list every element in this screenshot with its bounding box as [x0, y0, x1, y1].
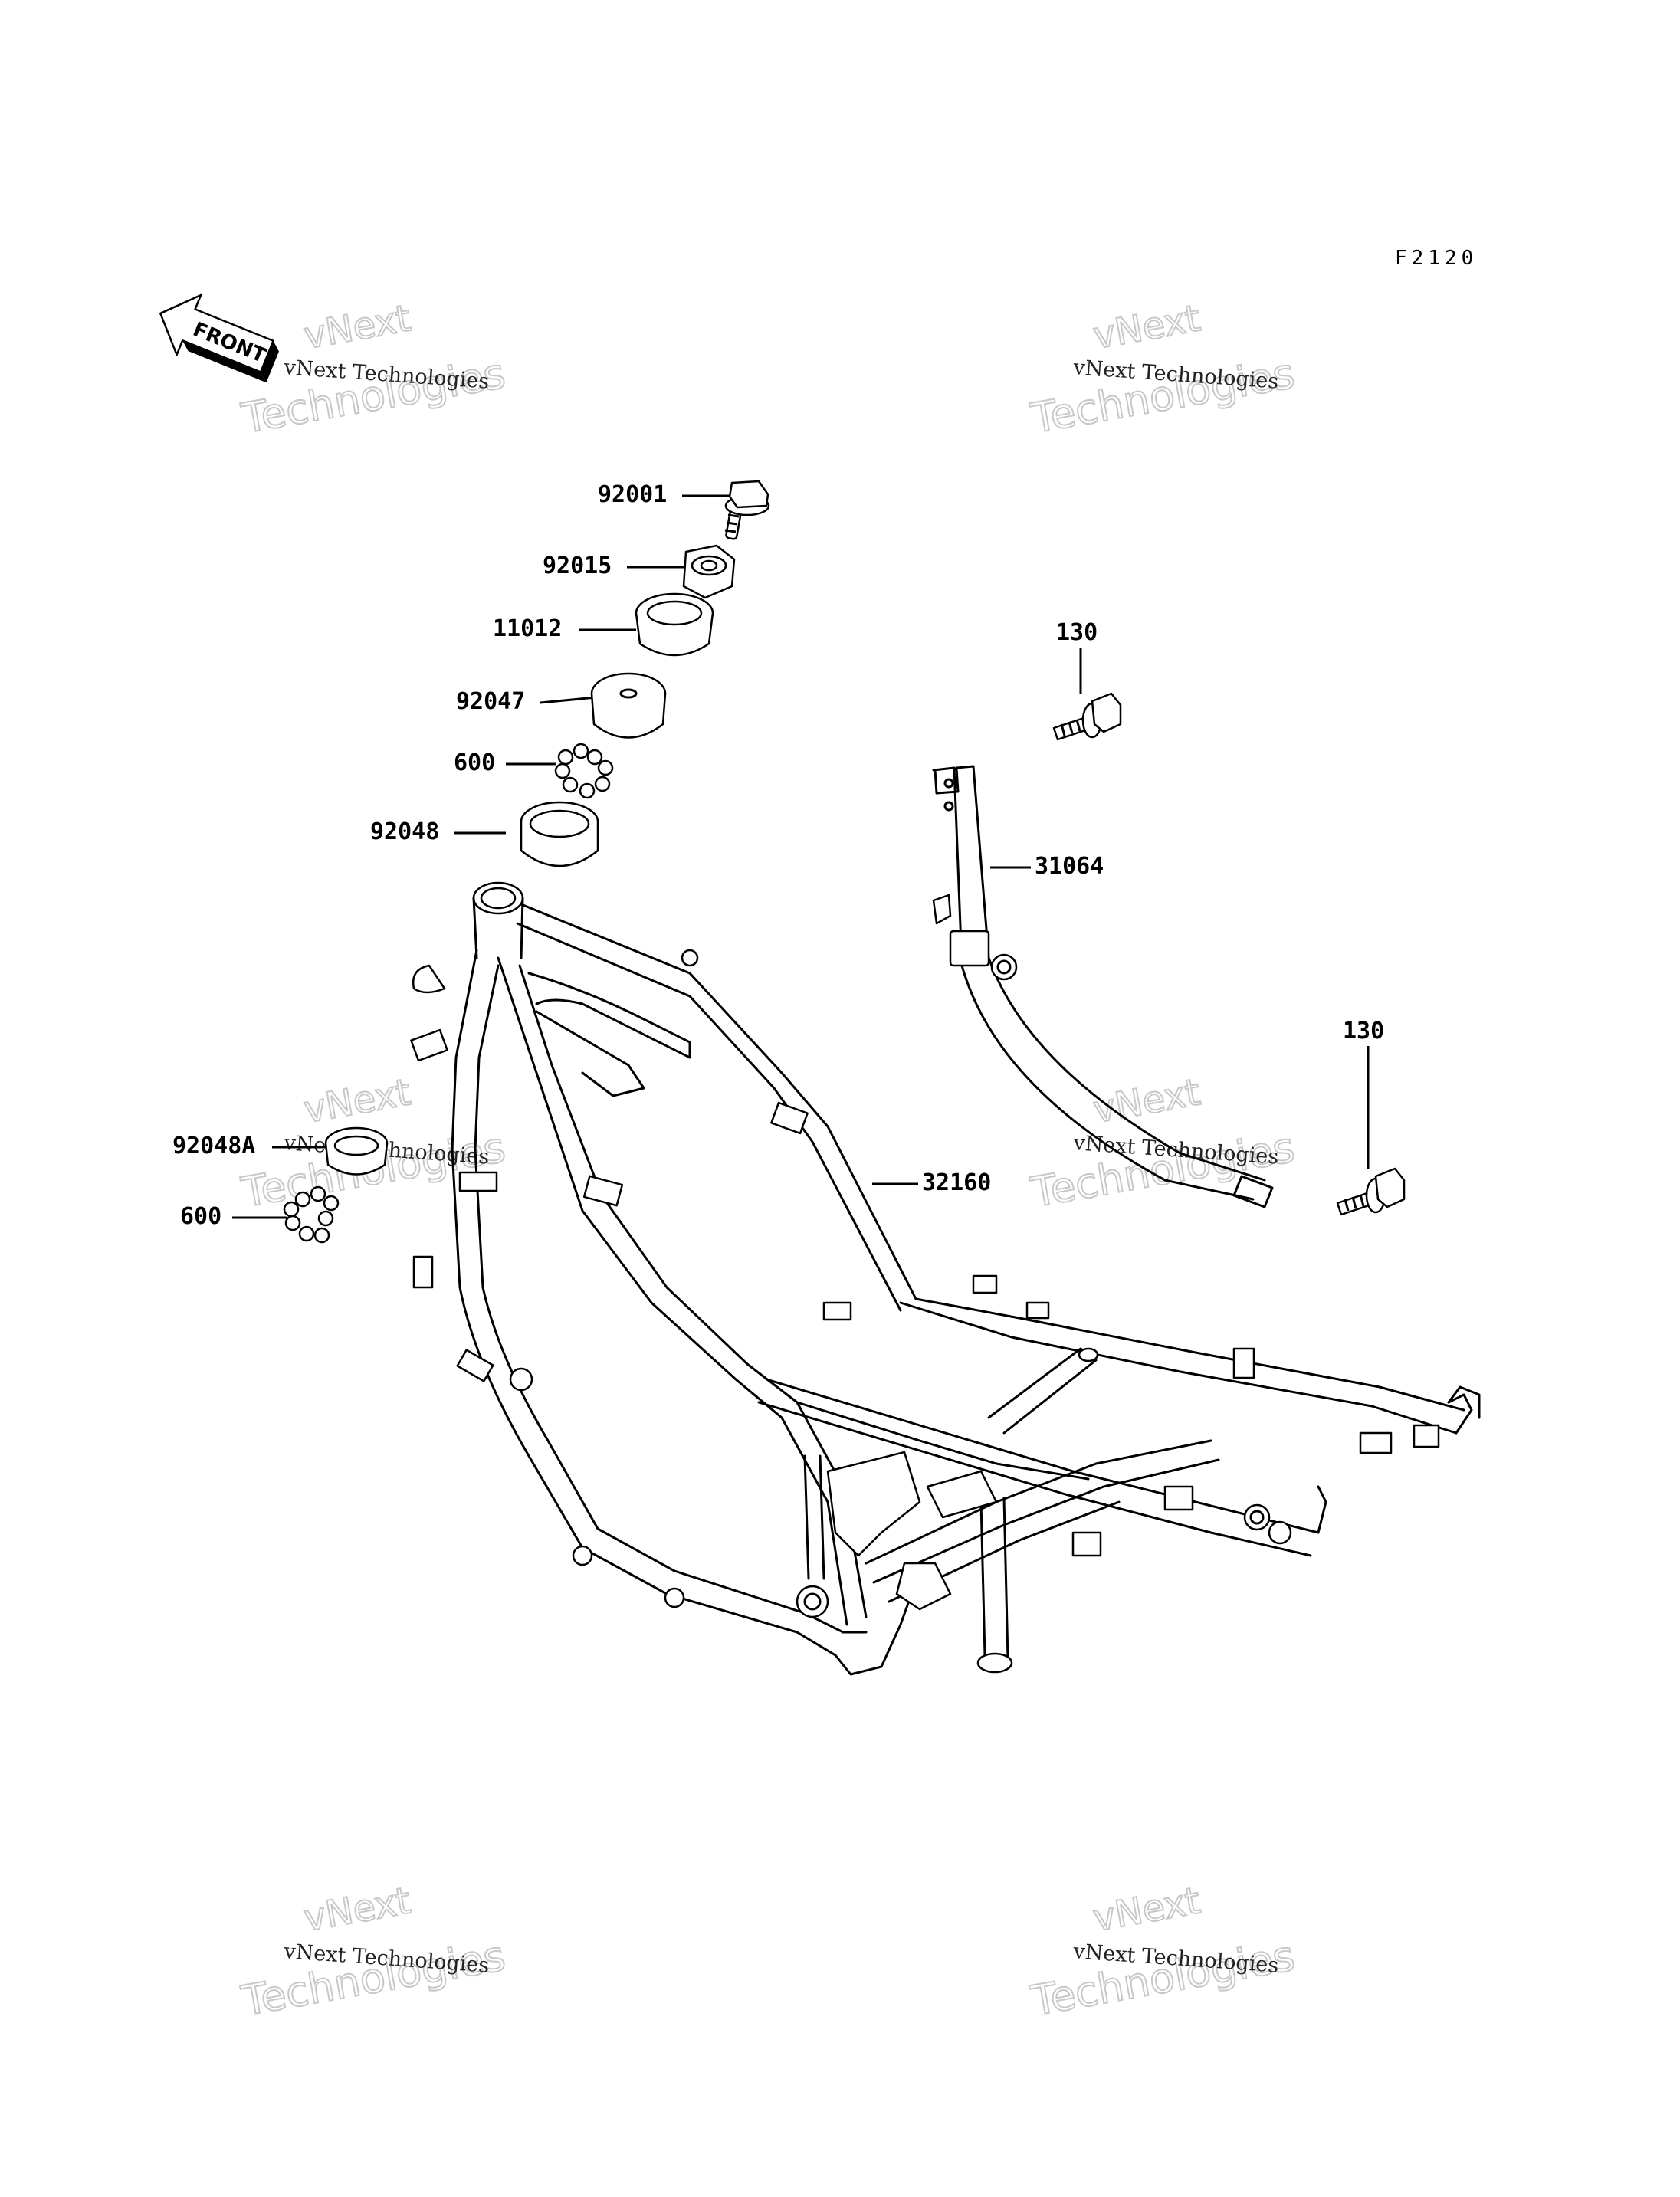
part-label-130-lower: 130	[1343, 1018, 1384, 1169]
part-label-32160: 32160	[872, 1169, 991, 1196]
damper-icon	[590, 672, 667, 739]
part-label-600-bottom: 600	[180, 1203, 287, 1230]
watermark-bottom-left: vNext Technologies vNext Technologies	[237, 1878, 510, 2026]
part-label-11012: 11012	[493, 615, 636, 642]
svg-text:vNext: vNext	[1090, 1879, 1203, 1940]
flange-bolt-icon	[724, 480, 770, 540]
watermark-top-left: vNext Technologies vNext Technologies	[237, 296, 510, 444]
svg-text:92048A: 92048A	[172, 1133, 255, 1159]
svg-text:130: 130	[1056, 619, 1098, 646]
part-label-31064: 31064	[990, 853, 1104, 880]
watermark-top-right: vNext Technologies vNext Technologies	[1026, 296, 1299, 444]
part-label-130-upper: 130	[1056, 619, 1098, 694]
svg-text:vNext: vNext	[1090, 1071, 1203, 1132]
svg-text:32160: 32160	[922, 1169, 991, 1196]
svg-text:vNext: vNext	[300, 1071, 414, 1132]
flange-bolt-icon	[1052, 692, 1122, 741]
svg-text:vNext: vNext	[1090, 297, 1203, 358]
ball-bearings-icon	[554, 743, 614, 799]
diagram-code: F2120	[1395, 247, 1478, 270]
svg-text:11012: 11012	[493, 615, 562, 642]
part-label-92048A: 92048A	[172, 1133, 326, 1159]
nut-icon	[682, 544, 736, 599]
race-cup-icon	[520, 801, 599, 867]
svg-text:600: 600	[454, 749, 495, 776]
watermark-bottom-right: vNext Technologies vNext Technologies	[1026, 1878, 1299, 2026]
frame-icon	[410, 881, 1481, 1676]
svg-text:92001: 92001	[598, 481, 667, 508]
race-cup-icon	[324, 1126, 389, 1176]
down-tube-icon	[932, 765, 1274, 1208]
svg-text:31064: 31064	[1035, 853, 1104, 880]
svg-text:92015: 92015	[543, 553, 612, 579]
part-label-92001: 92001	[598, 481, 734, 508]
cap-icon	[635, 592, 714, 657]
svg-text:600: 600	[180, 1203, 221, 1230]
flange-bolt-icon	[1336, 1167, 1406, 1216]
svg-text:130: 130	[1343, 1018, 1384, 1044]
ball-bearings-icon	[283, 1185, 340, 1244]
part-label-92048: 92048	[370, 818, 506, 845]
part-label-92047: 92047	[456, 688, 597, 715]
svg-text:92047: 92047	[456, 688, 525, 715]
part-label-92015: 92015	[543, 553, 690, 579]
svg-text:vNext: vNext	[300, 1879, 414, 1940]
svg-text:vNext: vNext	[300, 297, 414, 358]
front-arrow-icon: FRONT	[159, 293, 279, 383]
svg-text:92048: 92048	[370, 818, 439, 845]
part-label-600-top: 600	[454, 749, 556, 776]
